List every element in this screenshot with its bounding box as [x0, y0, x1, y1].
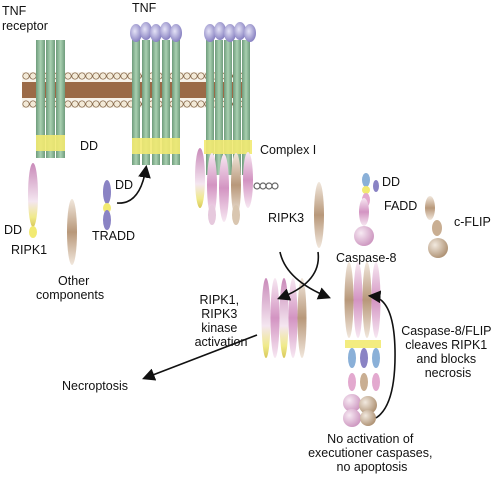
- tnf-ligand-right: [204, 22, 256, 42]
- tnf-ligand-middle: [130, 22, 182, 42]
- arrows: [116, 164, 396, 419]
- arrow-split-left: [277, 251, 320, 301]
- tradd-label: TRADD: [92, 229, 135, 243]
- lipid-head: [190, 72, 198, 80]
- lipid-head: [183, 100, 191, 108]
- lipid-head: [64, 72, 72, 80]
- cflip-protein: [425, 196, 448, 258]
- lipid-head: [106, 72, 114, 80]
- arrow-tradd-to-receptor: [116, 164, 151, 204]
- lipid-head: [197, 72, 205, 80]
- dd-tradd-label: DD: [115, 178, 133, 192]
- lipid-head: [99, 100, 107, 108]
- tnf-label: TNF: [132, 1, 157, 15]
- complex-iia-cluster: [343, 262, 381, 427]
- lipid-head: [99, 72, 107, 80]
- ripk1-ripk3-necrosome: [261, 278, 307, 358]
- lipid-head: [120, 100, 128, 108]
- lipid-head: [113, 100, 121, 108]
- lipid-head: [22, 100, 30, 108]
- lipid-head: [85, 72, 93, 80]
- tnf-receptor-bound: [132, 40, 180, 165]
- caspase8-label: Caspase-8: [336, 251, 396, 265]
- complex-i-label: Complex I: [260, 143, 316, 157]
- complex-i-receptors: [204, 40, 252, 175]
- lipid-head: [106, 100, 114, 108]
- dd-receptor-label: DD: [80, 139, 98, 153]
- complex-i-adaptors: [195, 148, 253, 225]
- lipid-head: [78, 72, 86, 80]
- cflip-label: c-FLIP: [454, 215, 491, 229]
- ripk3-protein: [314, 182, 324, 248]
- tnf-receptor-unbound: [36, 40, 65, 158]
- no-activation-note: No activation of executioner caspases, n…: [308, 432, 436, 474]
- lipid-head: [92, 72, 100, 80]
- lipid-head: [22, 72, 30, 80]
- lipid-head: [71, 100, 79, 108]
- other-components-protein: [67, 199, 77, 265]
- ubiquitin-chain: [253, 182, 279, 190]
- lipid-head: [29, 72, 37, 80]
- other-components-label: Other components: [36, 274, 104, 302]
- lipid-head: [92, 100, 100, 108]
- dd-fadd-label: DD: [382, 175, 400, 189]
- lipid-head: [78, 100, 86, 108]
- kinase-activation-label: RIPK1, RIPK3 kinase activation: [195, 293, 248, 349]
- tradd-protein: [103, 180, 111, 230]
- arrow-split-right: [279, 251, 331, 300]
- fadd-label: FADD: [384, 199, 417, 213]
- ripk3-label: RIPK3: [268, 211, 304, 225]
- lipid-head: [113, 72, 121, 80]
- caspase8-protein: [354, 198, 374, 246]
- ripk1-label: RIPK1: [11, 243, 47, 257]
- lipid-head: [71, 72, 79, 80]
- lipid-head: [183, 72, 191, 80]
- dd-ripk1-label: DD: [4, 223, 22, 237]
- arrow-to-necroptosis: [142, 334, 258, 381]
- caspase-flip-note: Caspase-8/FLIP cleaves RIPK1 and blocks …: [401, 324, 495, 380]
- arrow-cleavage-loop: [367, 290, 396, 419]
- necroptosis-label: Necroptosis: [62, 379, 128, 393]
- lipid-head: [85, 100, 93, 108]
- lipid-head: [29, 100, 37, 108]
- tnf-receptor-label: TNF receptor: [2, 4, 48, 33]
- lipid-head: [64, 100, 72, 108]
- lipid-head: [197, 100, 205, 108]
- lipid-head: [120, 72, 128, 80]
- lipid-head: [190, 100, 198, 108]
- ripk1-protein: [28, 163, 38, 238]
